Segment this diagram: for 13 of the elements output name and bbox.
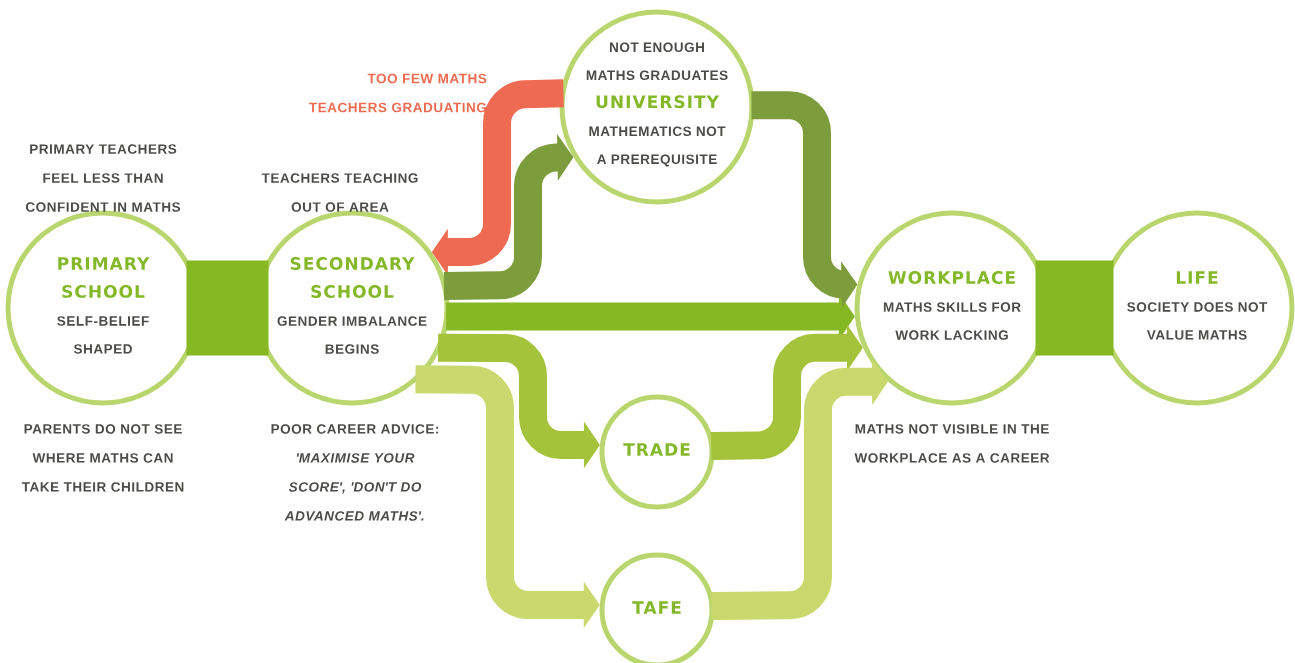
band	[1035, 260, 1114, 356]
circle-node: TRADE	[599, 394, 715, 510]
caption-text: PRIMARY TEACHERS FEEL LESS THAN CONFIDENT IN MATHS	[25, 144, 181, 212]
caption-text: TEACHERS TEACHING OUT OF AREA	[261, 173, 418, 212]
caption-text: POOR CAREER ADVICE: 'MAXIMISE YOUR SCORE', 'DON'T DO ADVANCED MATHS'.	[271, 424, 439, 521]
note-text: TOO FEW MATHS TEACHERS GRADUATING	[309, 73, 487, 113]
pipe-arrow	[710, 324, 863, 461]
circle-node: LIFE SOCIETY DOES NOT VALUE MATHS	[1099, 210, 1295, 406]
caption-text: PARENTS DO NOT SEE WHERE MATHS CAN TAKE THEIR CHILDREN	[21, 424, 184, 492]
circle-node: NOT ENOUGH MATHS GRADUATES UNIVERSITY MATHEMATICS NOT A PREREQUISITE	[559, 9, 755, 205]
circle-node: WORKPLACE MATHS SKILLS FOR WORK LACKING	[854, 210, 1050, 406]
caption-text: MATHS NOT VISIBLE IN THE WORKPLACE AS A CAREER	[854, 424, 1050, 463]
band	[186, 260, 269, 356]
